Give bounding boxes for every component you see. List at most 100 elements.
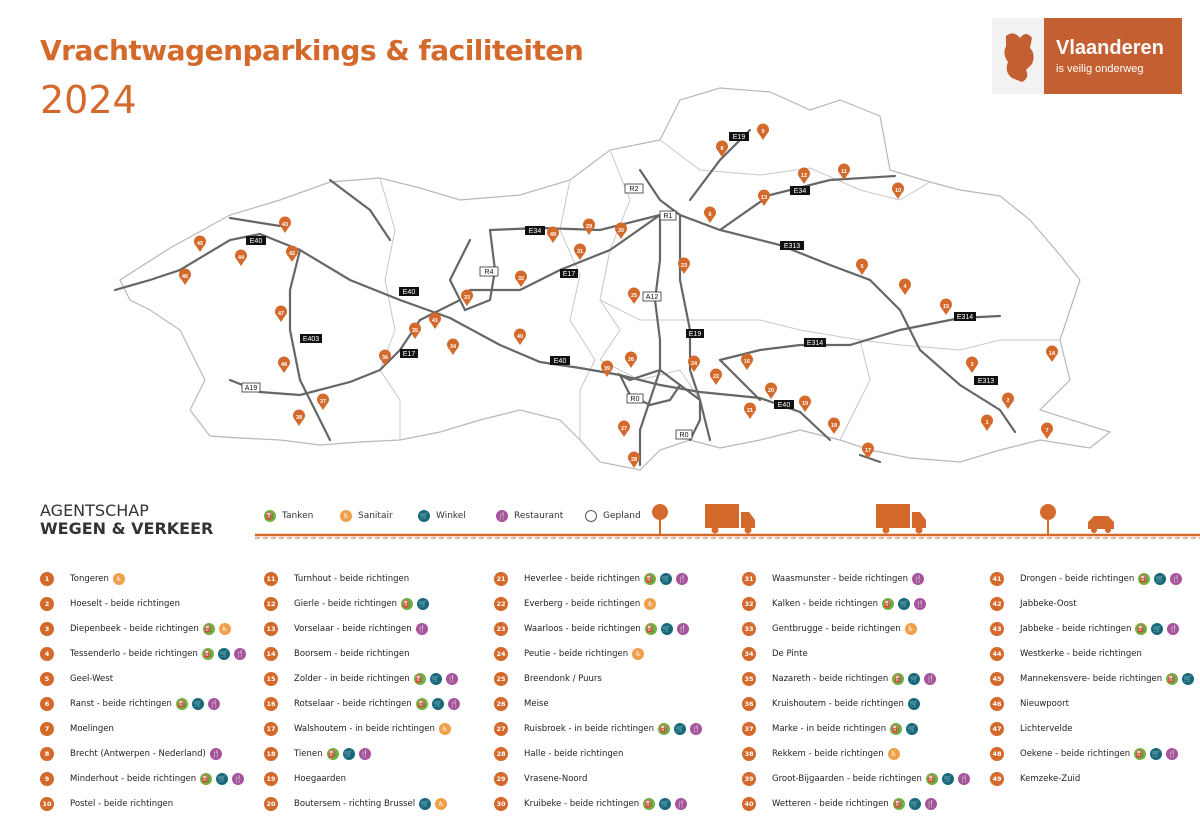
- map-pin-icon: [628, 287, 641, 304]
- parking-marker[interactable]: 44: [235, 249, 247, 266]
- parking-marker[interactable]: 49: [547, 226, 559, 243]
- toilet-icon: ♿: [887, 747, 900, 760]
- shop-icon: 🛒: [907, 697, 920, 710]
- map-pin-icon: [688, 355, 700, 372]
- shop-icon: 🛒: [908, 797, 921, 810]
- parking-marker[interactable]: 29: [583, 218, 595, 235]
- fuel-icon: ⛽: [925, 772, 938, 785]
- parking-marker[interactable]: 13: [758, 189, 770, 206]
- parking-marker[interactable]: 1: [981, 414, 994, 431]
- fuel-icon: ⛽: [200, 772, 213, 785]
- shop-icon: 🛒: [1150, 747, 1163, 760]
- parking-marker[interactable]: 42: [286, 245, 298, 262]
- parking-marker[interactable]: 21: [744, 402, 756, 419]
- parking-name: Wetteren - beide richtingen: [772, 798, 889, 809]
- parking-marker[interactable]: 41: [429, 312, 441, 329]
- parking-number-pin: 18: [264, 746, 278, 761]
- parking-marker[interactable]: 22: [709, 368, 722, 385]
- parking-marker[interactable]: 36: [379, 349, 392, 366]
- shop-icon: 🛒: [660, 622, 673, 635]
- flanders-outline: [119, 87, 1112, 471]
- parking-marker[interactable]: 40: [514, 328, 527, 345]
- parking-marker[interactable]: 24: [688, 355, 700, 372]
- parking-marker[interactable]: 48: [278, 356, 291, 373]
- parking-marker[interactable]: 8: [716, 140, 728, 157]
- parking-marker[interactable]: 33: [461, 289, 473, 306]
- legend-restaurant: 🍴Restaurant: [496, 510, 564, 522]
- parking-marker[interactable]: 15: [940, 298, 952, 315]
- parking-marker[interactable]: 17: [862, 442, 875, 459]
- parking-marker[interactable]: 30: [615, 222, 627, 239]
- road-label: E40: [246, 236, 266, 245]
- parking-marker[interactable]: 10: [892, 182, 905, 199]
- parking-number-pin: 6: [40, 696, 54, 711]
- agency-line1: AGENTSCHAP: [40, 501, 149, 520]
- parking-marker[interactable]: 2: [1002, 392, 1015, 409]
- parking-marker[interactable]: 20: [764, 382, 778, 399]
- parking-number-pin: 41: [990, 571, 1004, 586]
- marker-number: 41: [432, 318, 438, 324]
- parking-marker[interactable]: 7: [1041, 422, 1053, 439]
- parking-marker[interactable]: 43: [279, 216, 291, 233]
- parking-marker[interactable]: 19: [799, 395, 812, 412]
- map-pin-icon: [856, 258, 868, 275]
- parking-marker[interactable]: 45: [194, 235, 207, 252]
- marker-number: 17: [865, 448, 871, 454]
- toilet-icon: ♿: [435, 797, 448, 810]
- parking-marker[interactable]: 6: [704, 206, 716, 223]
- parking-marker[interactable]: 11: [837, 163, 851, 180]
- parking-marker[interactable]: 4: [899, 278, 912, 295]
- road-label: E314: [804, 338, 826, 347]
- parking-name: Waarloos - beide richtingen: [524, 623, 641, 634]
- parking-marker[interactable]: 18: [827, 417, 840, 434]
- parking-marker[interactable]: 25: [628, 287, 641, 304]
- parking-name: Turnhout - beide richtingen: [294, 573, 410, 584]
- parking-name: Peutie - beide richtingen: [524, 648, 629, 659]
- parking-marker[interactable]: 38: [293, 409, 306, 426]
- parking-number-pin: 16: [264, 696, 278, 711]
- map-pin-icon: [1041, 422, 1053, 439]
- parking-marker[interactable]: 47: [275, 305, 288, 322]
- map-pin-icon: [981, 414, 994, 431]
- toilet-icon: ♿: [438, 722, 451, 735]
- parking-number-pin: 2: [40, 596, 54, 611]
- parking-marker[interactable]: 35: [409, 322, 422, 339]
- parking-marker[interactable]: 5: [856, 258, 868, 275]
- shop-icon: 🛒: [906, 722, 919, 735]
- fuel-icon: ⛽: [890, 722, 903, 735]
- parking-number-pin: 33: [742, 621, 756, 636]
- map-pin-icon: [286, 245, 298, 262]
- agency-line2: WEGEN & VERKEER: [40, 519, 214, 538]
- parking-marker[interactable]: 28: [628, 451, 641, 468]
- fuel-icon: ⛽: [1166, 672, 1179, 685]
- parking-marker[interactable]: 37: [317, 393, 330, 410]
- parking-marker[interactable]: 39: [601, 360, 614, 377]
- parking-marker[interactable]: 34: [447, 338, 459, 355]
- svg-text:E313: E313: [784, 243, 800, 250]
- parking-marker[interactable]: 14: [1046, 345, 1059, 362]
- parking-marker[interactable]: 26: [625, 351, 637, 368]
- parking-number-pin: 36: [742, 696, 756, 711]
- parking-marker[interactable]: 23: [678, 257, 690, 274]
- parking-marker[interactable]: 16: [741, 353, 753, 370]
- parking-name: Mannekensvere- beide richtingen: [1020, 673, 1163, 684]
- parking-marker[interactable]: 9: [757, 123, 770, 140]
- parking-marker[interactable]: 12: [798, 167, 810, 184]
- road-label: E34: [790, 186, 810, 195]
- parking-marker[interactable]: 27: [618, 420, 630, 437]
- parking-marker[interactable]: 31: [574, 243, 586, 260]
- parking-marker[interactable]: 46: [179, 268, 191, 285]
- parking-marker[interactable]: 3: [966, 356, 978, 373]
- parking-marker[interactable]: 32: [515, 270, 527, 287]
- road-label: R0: [626, 393, 644, 404]
- svg-text:R0: R0: [680, 432, 689, 439]
